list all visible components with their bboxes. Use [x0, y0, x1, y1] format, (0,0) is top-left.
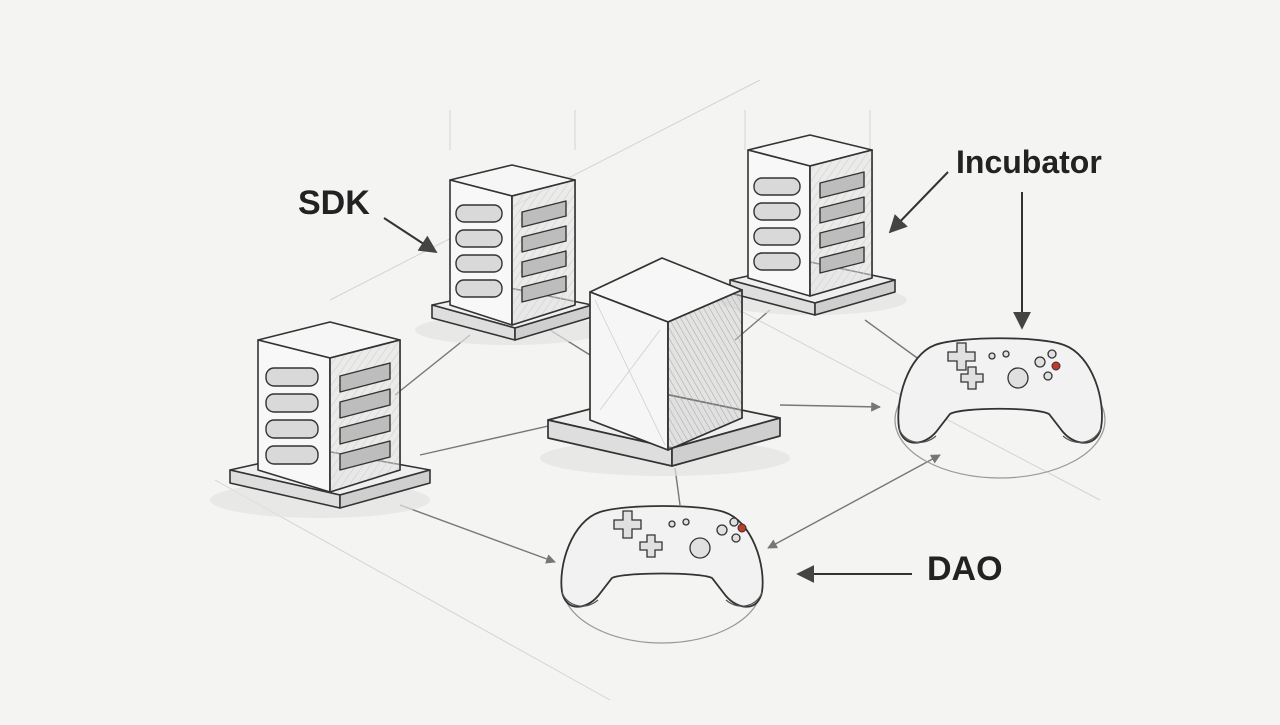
incubator-pointer-arrow: [888, 171, 949, 234]
connector-right-server-to-controller: [864, 319, 921, 361]
connector-left-to-sdk: [394, 334, 471, 396]
incubator-label: Incubator: [956, 144, 1102, 180]
connector-center-to-right-controller: [779, 401, 881, 412]
gamepad-icon: [560, 505, 764, 644]
label-arrows: [383, 171, 1031, 583]
sdk-label: SDK: [298, 184, 370, 222]
connector-controllers-bidirectional: [767, 454, 941, 549]
connector-left-to-bottom-controller: [399, 504, 556, 564]
gamepad-icon: [894, 337, 1106, 479]
server-rack-icon: [717, 134, 907, 316]
server-rack-icon: [210, 321, 431, 518]
server-rack-icon: [415, 164, 605, 345]
dao-label: DAO: [927, 550, 1003, 588]
cube-icon: [540, 257, 790, 476]
sdk-pointer-arrow: [383, 217, 438, 253]
